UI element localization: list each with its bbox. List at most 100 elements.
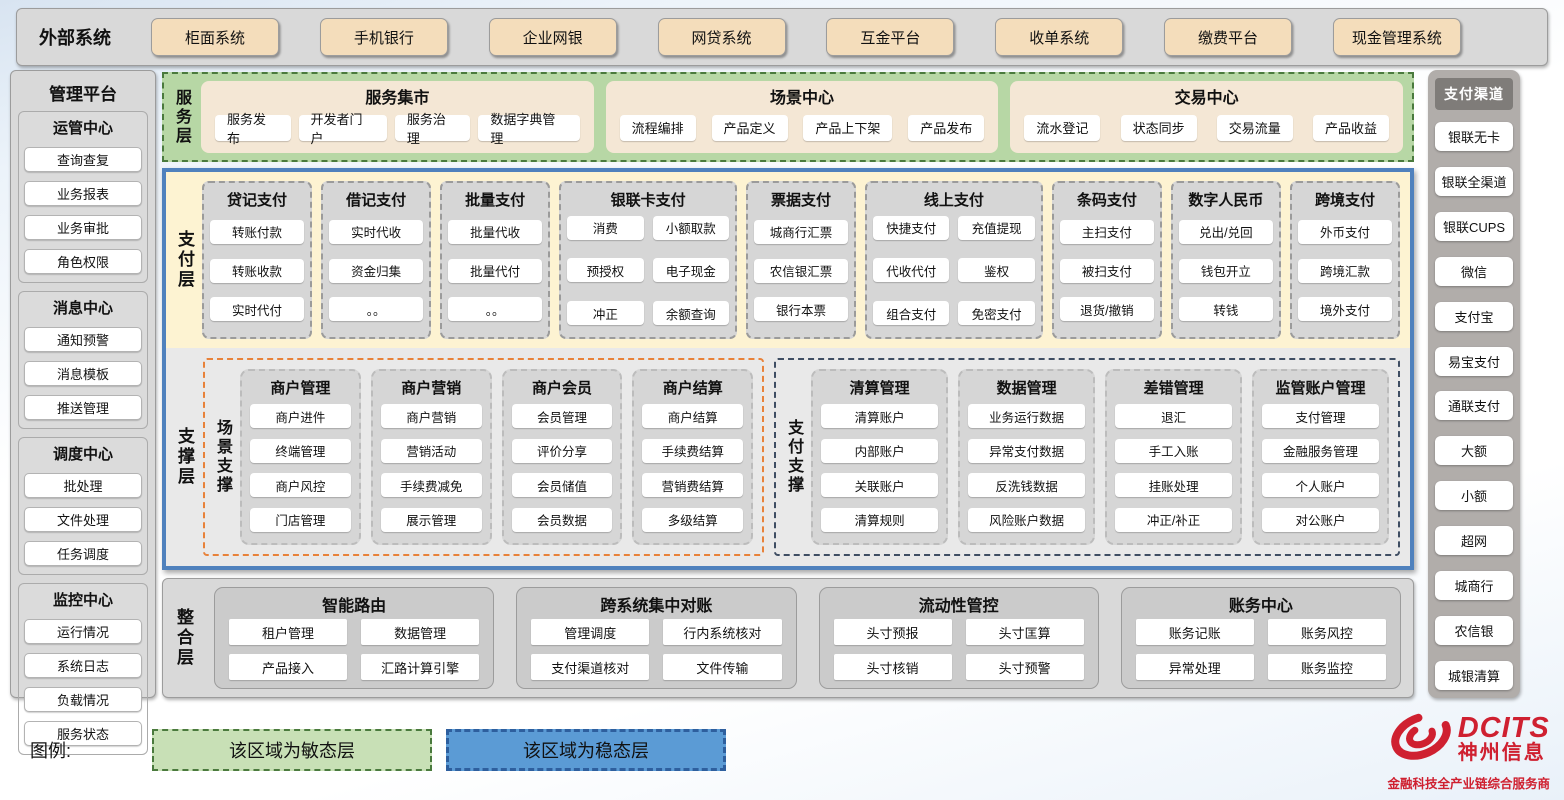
support-column-clearing: 清算管理 清算账户内部账户关联账户清算规则 xyxy=(811,369,948,545)
channel-box: 通联支付 xyxy=(1435,391,1513,420)
channel-box: 超网 xyxy=(1435,526,1513,555)
group-title: 消息中心 xyxy=(24,295,142,318)
legend-stable-layer: 该区域为稳态层 xyxy=(446,729,726,771)
external-systems-list: 柜面系统手机银行企业网银网贷系统互金平台收单系统缴费平台现金管理系统 xyxy=(121,18,1547,56)
service-item-box: 服务治理 xyxy=(395,115,471,141)
external-system-box: 现金管理系统 xyxy=(1333,18,1461,56)
integration-group-reconciliation: 跨系统集中对账 管理调度行内系统核对支付渠道核对文件传输 xyxy=(516,587,796,689)
service-layer-label: 服务层 xyxy=(173,89,189,146)
payment-item-box: 钱包开立 xyxy=(1179,259,1273,283)
support-item-box: 商户进件 xyxy=(250,404,351,428)
payment-column-unionpay-card: 银联卡支付 消费小额取款预授权电子现金冲正余额查询 xyxy=(559,181,737,339)
group-title: 运管中心 xyxy=(24,115,142,138)
group-title: 服务集市 xyxy=(215,84,580,108)
service-group-scene: 场景中心 流程编排产品定义产品上下架产品发布 xyxy=(606,81,999,153)
external-system-box: 手机银行 xyxy=(320,18,448,56)
support-item-box: 个人账户 xyxy=(1262,473,1379,497)
support-item-box: 退汇 xyxy=(1115,404,1232,428)
support-column-merchant-member: 商户会员 会员管理评价分享会员储值会员数据 xyxy=(502,369,623,545)
support-item-box: 手续费结算 xyxy=(642,439,743,463)
channel-box: 银联全渠道 xyxy=(1435,167,1513,196)
payment-column-digital-rmb: 数字人民币 兑出/兑回钱包开立转钱 xyxy=(1171,181,1281,339)
service-item-box: 产品上下架 xyxy=(803,115,892,141)
channel-box: 微信 xyxy=(1435,257,1513,286)
support-layer-label: 支撑层 xyxy=(176,427,193,487)
support-item-box: 冲正/补正 xyxy=(1115,508,1232,532)
management-item-box: 系统日志 xyxy=(24,653,142,678)
management-item-box: 查询查复 xyxy=(24,147,142,172)
payment-item-box: 预授权 xyxy=(567,258,643,282)
support-column-merchant-marketing: 商户营销 商户营销营销活动手续费减免展示管理 xyxy=(371,369,492,545)
integration-item-box: 管理调度 xyxy=(531,619,649,645)
integration-item-box: 产品接入 xyxy=(229,654,347,680)
payment-column-batch: 批量支付 批量代收批量代付。。 xyxy=(440,181,550,339)
support-item-box: 营销活动 xyxy=(381,439,482,463)
payment-item-box: 余额查询 xyxy=(653,301,729,325)
channel-box: 银联CUPS xyxy=(1435,212,1513,241)
payment-item-box: 。。 xyxy=(329,297,423,321)
payment-channels-title: 支付渠道 xyxy=(1435,78,1513,110)
support-item-box: 反洗钱数据 xyxy=(968,473,1085,497)
external-systems-bar: 外部系统 柜面系统手机银行企业网银网贷系统互金平台收单系统缴费平台现金管理系统 xyxy=(16,8,1548,66)
payment-column-bill: 票据支付 城商行汇票农信银汇票银行本票 xyxy=(746,181,856,339)
payment-item-box: 农信银汇票 xyxy=(754,259,848,283)
management-item-box: 运行情况 xyxy=(24,619,142,644)
service-item-box: 开发者门户 xyxy=(299,115,387,141)
management-item-box: 任务调度 xyxy=(24,541,142,566)
management-group-messages: 消息中心 通知预警消息模板推送管理 xyxy=(18,291,148,429)
integration-item-box: 头寸预警 xyxy=(966,654,1084,680)
management-platform-title: 管理平台 xyxy=(18,77,148,111)
integration-item-box: 文件传输 xyxy=(663,654,781,680)
external-system-box: 互金平台 xyxy=(826,18,954,56)
management-item-box: 消息模板 xyxy=(24,361,142,386)
channel-box: 大额 xyxy=(1435,436,1513,465)
integration-item-box: 头寸核销 xyxy=(834,654,952,680)
payment-item-box: 电子现金 xyxy=(653,258,729,282)
management-group-operations: 运管中心 查询查复业务报表业务审批角色权限 xyxy=(18,111,148,283)
payment-column-barcode: 条码支付 主扫支付被扫支付退货/撤销 xyxy=(1052,181,1162,339)
group-title: 监控中心 xyxy=(24,587,142,610)
management-item-box: 角色权限 xyxy=(24,249,142,274)
management-group-scheduling: 调度中心 批处理文件处理任务调度 xyxy=(18,437,148,575)
service-group-transaction: 交易中心 流水登记状态同步交易流量产品收益 xyxy=(1010,81,1403,153)
payment-item-box: 组合支付 xyxy=(873,301,949,325)
support-column-error-mgmt: 差错管理 退汇手工入账挂账处理冲正/补正 xyxy=(1105,369,1242,545)
support-item-box: 展示管理 xyxy=(381,508,482,532)
payment-item-box: 退货/撤销 xyxy=(1060,297,1154,321)
payment-channels-panel: 支付渠道 银联无卡银联全渠道银联CUPS微信支付宝易宝支付通联支付大额小额超网城… xyxy=(1428,70,1520,698)
group-title: 场景中心 xyxy=(620,84,985,108)
channel-box: 城商行 xyxy=(1435,571,1513,600)
management-item-box: 业务审批 xyxy=(24,215,142,240)
payment-column-online: 线上支付 快捷支付充值提现代收代付鉴权组合支付免密支付 xyxy=(865,181,1043,339)
service-item-box: 流水登记 xyxy=(1024,115,1100,141)
payment-item-box: 实时代付 xyxy=(210,297,304,321)
payment-layer-label: 支付层 xyxy=(176,230,193,290)
support-item-box: 评价分享 xyxy=(512,439,613,463)
payment-column-credit: 贷记支付 转账付款转账收款实时代付 xyxy=(202,181,312,339)
payment-item-box: 批量代收 xyxy=(448,220,542,244)
support-item-box: 会员数据 xyxy=(512,508,613,532)
external-system-box: 网贷系统 xyxy=(658,18,786,56)
channel-box: 城银清算 xyxy=(1435,661,1513,690)
channel-box: 银联无卡 xyxy=(1435,122,1513,151)
payment-item-box: 被扫支付 xyxy=(1060,259,1154,283)
legend: 图例: 该区域为敏态层 该区域为稳态层 xyxy=(30,729,726,771)
external-system-box: 收单系统 xyxy=(995,18,1123,56)
support-item-box: 商户结算 xyxy=(642,404,743,428)
integration-layer-label: 整合层 xyxy=(175,608,192,668)
dcits-swirl-icon xyxy=(1388,707,1454,770)
service-item-box: 产品定义 xyxy=(712,115,788,141)
payment-item-box: 境外支付 xyxy=(1298,297,1392,321)
support-item-box: 挂账处理 xyxy=(1115,473,1232,497)
payment-item-box: 鉴权 xyxy=(958,258,1034,282)
external-system-box: 企业网银 xyxy=(489,18,617,56)
integration-item-box: 头寸预报 xyxy=(834,619,952,645)
support-item-box: 手续费减免 xyxy=(381,473,482,497)
logo-tagline: 金融科技全产业链综合服务商 xyxy=(1387,773,1550,792)
stable-region: 支付层 贷记支付 转账付款转账收款实时代付 借记支付 实时代收资金归集。。 批量… xyxy=(162,168,1414,570)
payment-item-box: 转钱 xyxy=(1179,297,1273,321)
payment-item-box: 城商行汇票 xyxy=(754,220,848,244)
payment-support-label: 支付支撑 xyxy=(785,419,801,495)
channel-box: 支付宝 xyxy=(1435,302,1513,331)
integration-item-box: 数据管理 xyxy=(361,619,479,645)
